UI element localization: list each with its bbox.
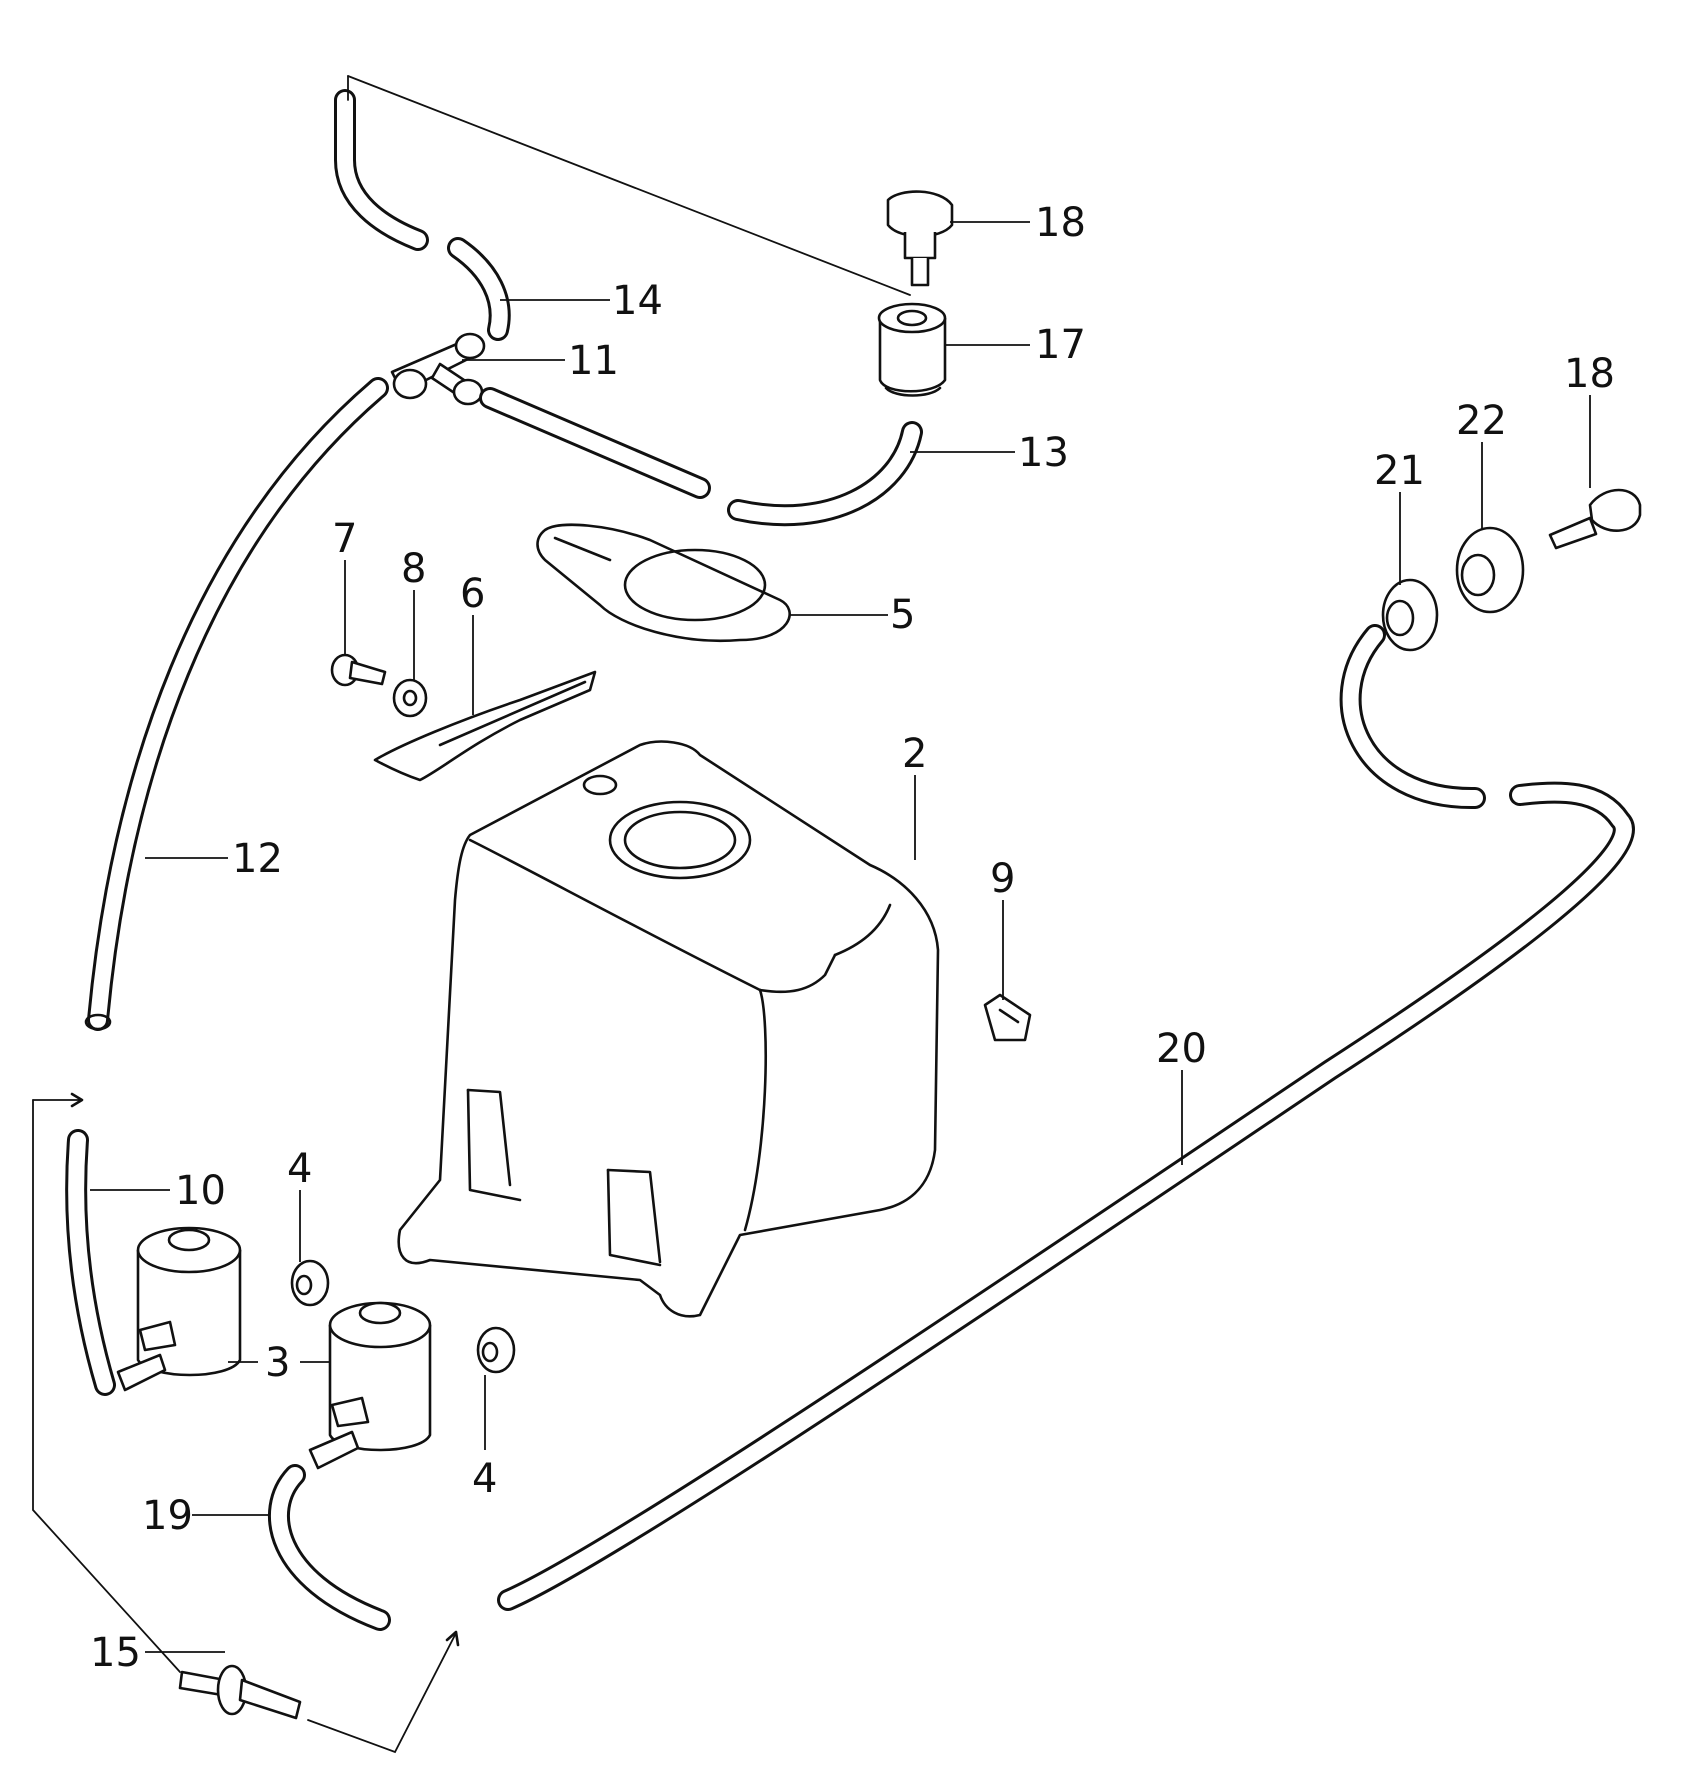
part-22-grommet[interactable] bbox=[1455, 526, 1525, 614]
callout-11: 11 bbox=[568, 338, 619, 384]
part-18-nozzle-top[interactable] bbox=[886, 190, 954, 287]
part-11-t-connector[interactable] bbox=[390, 332, 486, 406]
part-12-long-hose[interactable] bbox=[84, 377, 389, 1031]
part-7-bolt[interactable] bbox=[330, 653, 387, 687]
callout-19: 19 bbox=[142, 1493, 193, 1539]
reference-arrow-head-top-left bbox=[70, 1092, 84, 1108]
callout-17: 17 bbox=[1035, 322, 1086, 368]
callout-6: 6 bbox=[460, 571, 485, 617]
part-13-hose[interactable] bbox=[479, 387, 923, 527]
callout-18-top: 18 bbox=[1035, 200, 1086, 246]
part-2-reservoir-tank[interactable] bbox=[397, 740, 940, 1318]
callout-3: 3 bbox=[265, 1340, 290, 1386]
part-21-grommet[interactable] bbox=[1381, 578, 1439, 652]
callout-12: 12 bbox=[232, 836, 283, 882]
part-9-clip[interactable] bbox=[983, 993, 1032, 1042]
reference-arrow-head-bottom bbox=[445, 1630, 460, 1647]
callout-5: 5 bbox=[890, 592, 915, 638]
part-15-check-valve[interactable] bbox=[178, 1664, 302, 1720]
callout-10: 10 bbox=[175, 1168, 226, 1214]
callout-18-right: 18 bbox=[1564, 351, 1615, 397]
callout-2: 2 bbox=[902, 731, 927, 777]
callout-4-upper: 4 bbox=[287, 1146, 312, 1192]
callout-15: 15 bbox=[90, 1630, 141, 1676]
part-5-filler-ring[interactable] bbox=[536, 523, 791, 643]
callout-4-lower: 4 bbox=[472, 1456, 497, 1502]
callout-14: 14 bbox=[612, 278, 663, 324]
part-17-grommet[interactable] bbox=[877, 302, 947, 397]
reference-line-bottom-right bbox=[307, 1634, 456, 1754]
part-19-hose[interactable] bbox=[267, 1464, 391, 1631]
part-14-hose[interactable] bbox=[334, 89, 511, 341]
part-4-grommet-upper[interactable] bbox=[290, 1259, 330, 1307]
part-6-bracket[interactable] bbox=[373, 670, 597, 782]
callout-21: 21 bbox=[1374, 448, 1425, 494]
callout-22: 22 bbox=[1456, 398, 1507, 444]
part-4-grommet-lower[interactable] bbox=[476, 1326, 516, 1374]
callout-8: 8 bbox=[401, 546, 426, 592]
part-18-nozzle-right[interactable] bbox=[1548, 488, 1642, 550]
callout-9: 9 bbox=[990, 856, 1015, 902]
part-8-washer[interactable] bbox=[392, 678, 428, 718]
reference-line-top bbox=[347, 75, 911, 296]
part-3-pump-right[interactable] bbox=[308, 1301, 432, 1470]
callout-13: 13 bbox=[1018, 430, 1069, 476]
reference-line-bottom bbox=[32, 1099, 181, 1673]
callout-7: 7 bbox=[332, 516, 357, 562]
part-10-hose[interactable] bbox=[65, 1129, 116, 1396]
part-20-hose[interactable] bbox=[497, 624, 1635, 1611]
part-3-pump-left[interactable] bbox=[116, 1226, 242, 1392]
callout-20: 20 bbox=[1156, 1026, 1207, 1072]
